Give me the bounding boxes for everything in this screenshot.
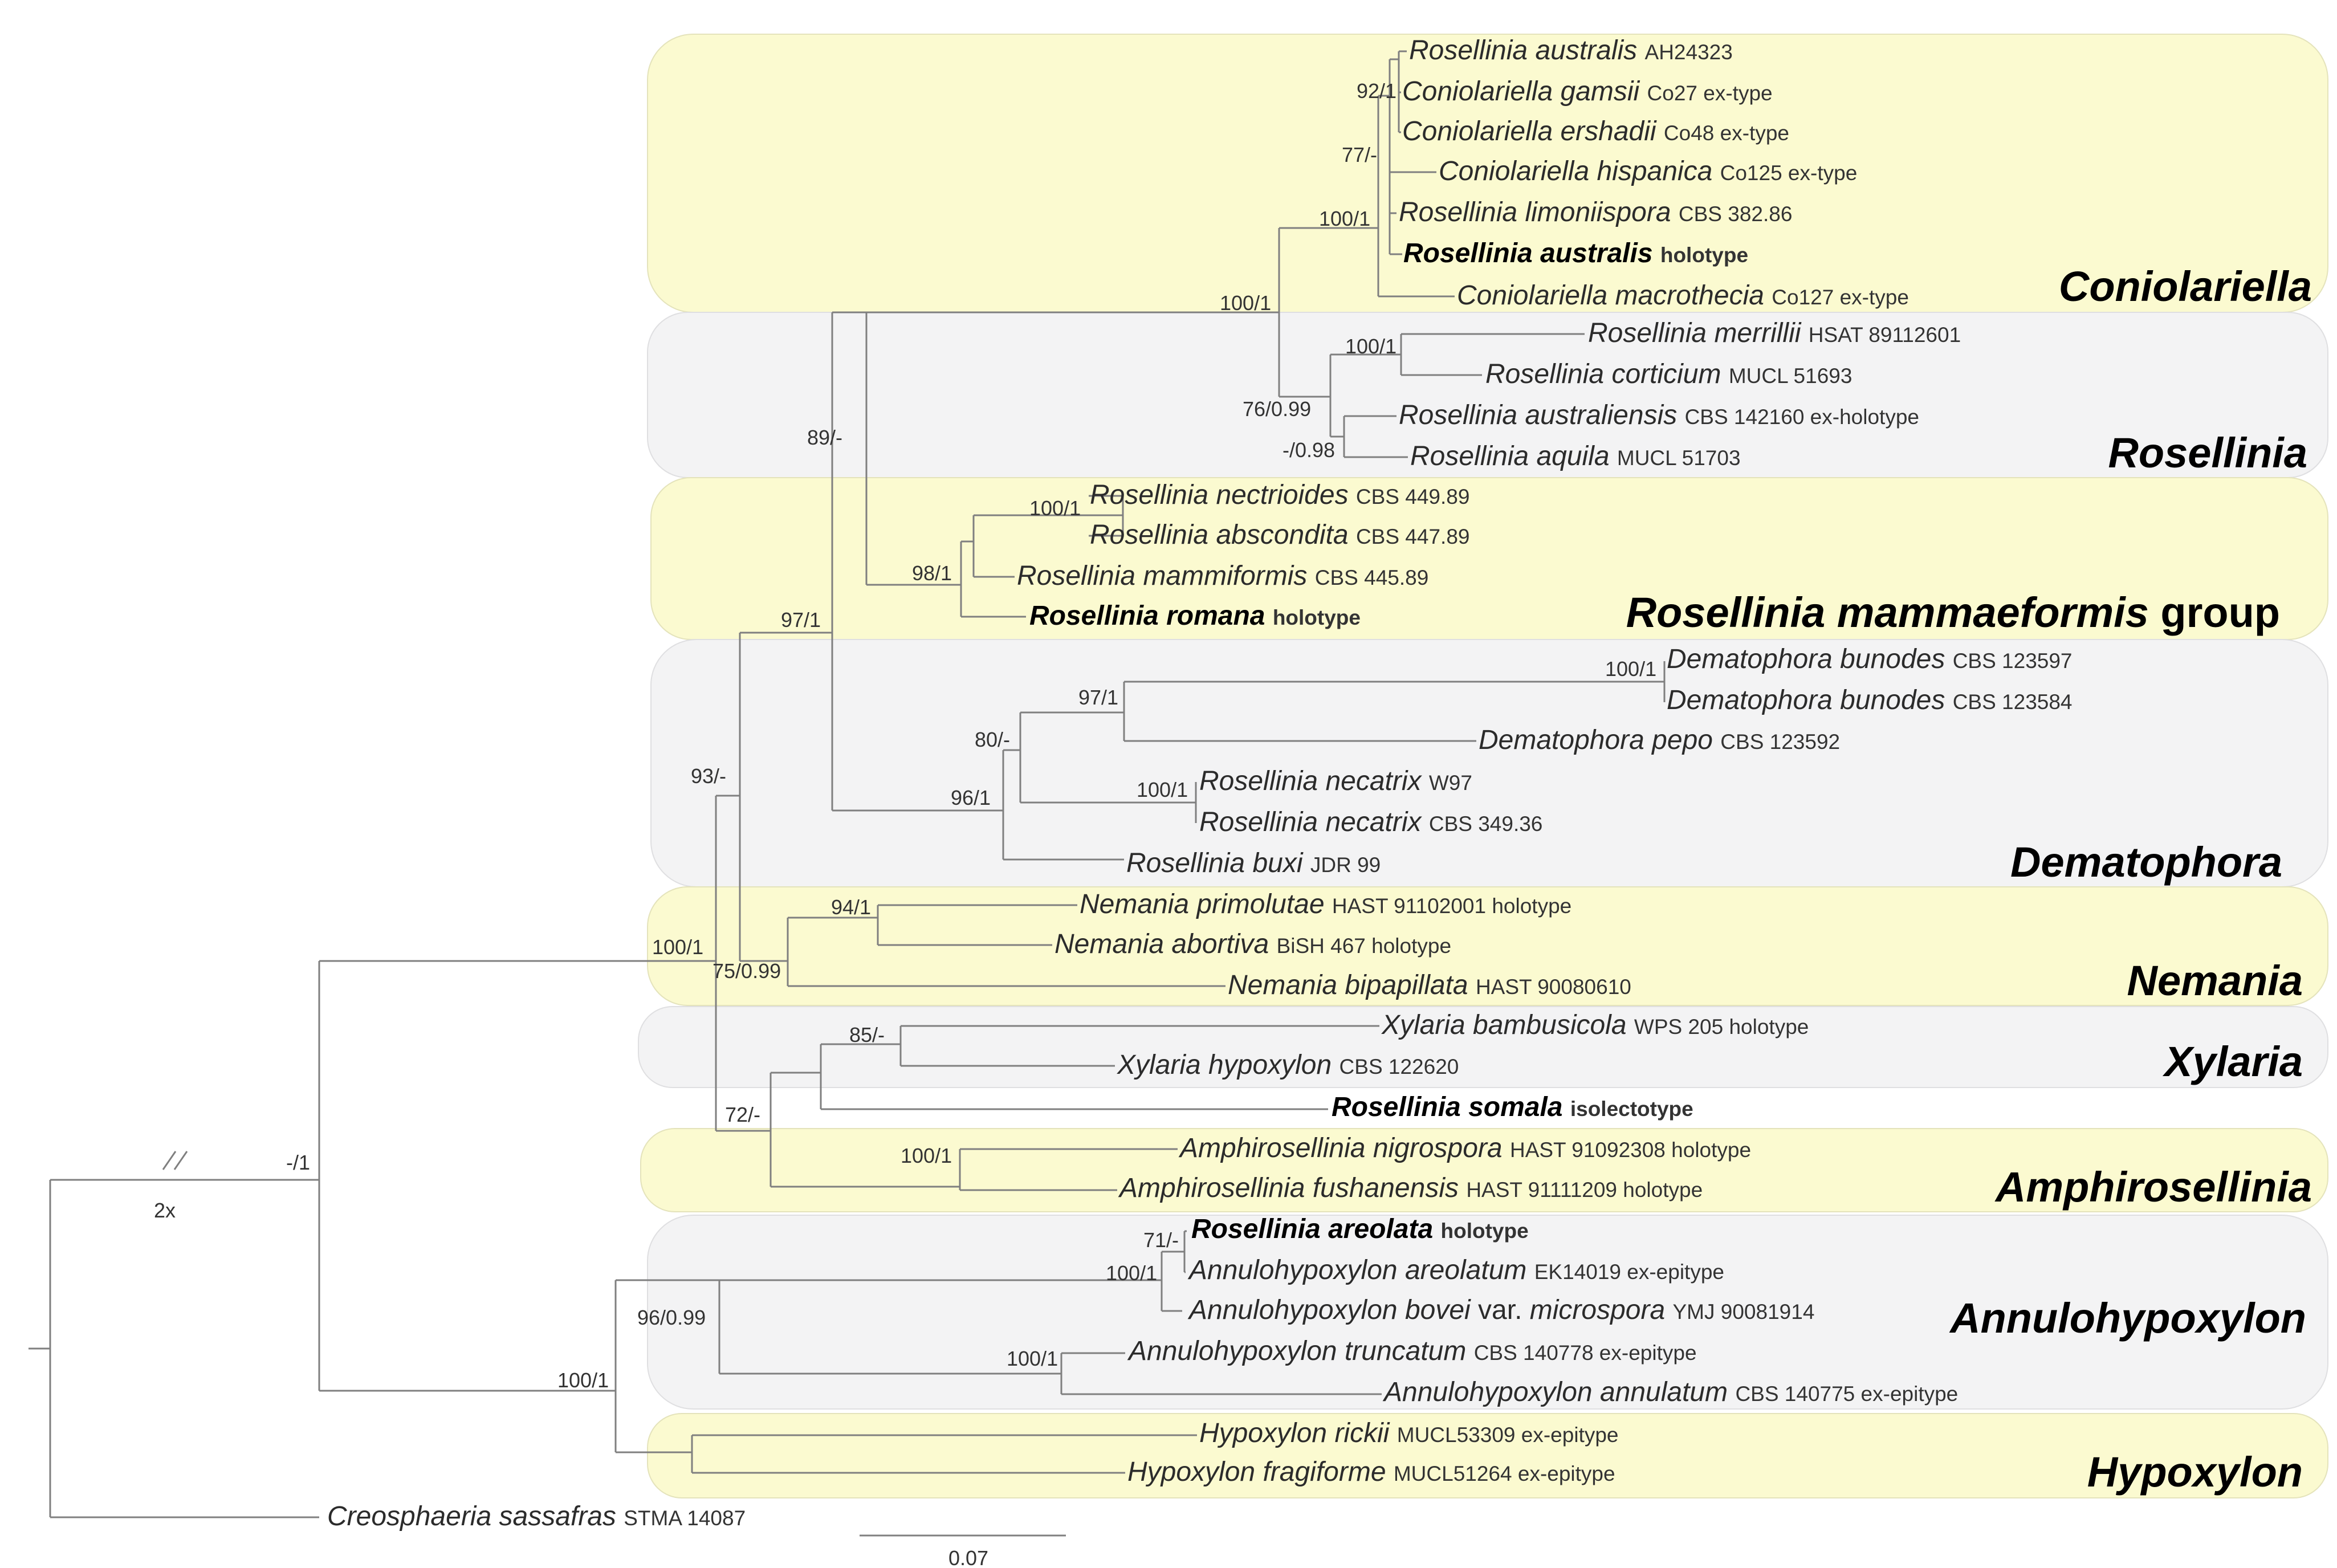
scale-bar-label: 0.07 <box>948 1546 988 1568</box>
taxon-label: Coniolariella macrothecia Co127 ex-type <box>1457 280 1909 311</box>
support-value: 77/- <box>1342 143 1377 166</box>
taxon-label: Rosellinia mammiformis CBS 445.89 <box>1017 561 1428 591</box>
clade-name-dematophora: Dematophora <box>2010 838 2282 886</box>
support-value: 100/1 <box>1007 1347 1058 1370</box>
taxon-label: Hypoxylon rickii MUCL53309 ex-epitype <box>1199 1418 1618 1448</box>
taxon-label: Dematophora bunodes CBS 123597 <box>1667 644 2073 674</box>
support-value: 100/1 <box>1319 207 1370 230</box>
taxon-label: Rosellinia australis holotype <box>1403 238 1748 268</box>
taxon-label: Nemania bipapillata HAST 90080610 <box>1228 970 1631 1000</box>
taxon-label: Rosellinia limoniispora CBS 382.86 <box>1399 197 1792 227</box>
taxon-label: Rosellinia abscondita CBS 447.89 <box>1090 520 1469 550</box>
support-value: 100/1 <box>557 1369 609 1392</box>
taxon-label: Dematophora pepo CBS 123592 <box>1479 725 1840 755</box>
taxon-label: Rosellinia romana holotype <box>1029 601 1361 631</box>
support-values: 92/1 77/- 100/1 100/1 100/1 76/0.99 -/0.… <box>286 79 1656 1392</box>
taxon-label: Xylaria hypoxylon CBS 122620 <box>1117 1050 1459 1080</box>
support-value: 76/0.99 <box>1243 397 1311 421</box>
taxon-label: Rosellinia aquila MUCL 51703 <box>1410 441 1741 471</box>
taxon-label: Coniolariella hispanica Co125 ex-type <box>1439 156 1857 186</box>
support-value: 72/- <box>725 1103 760 1126</box>
taxon-label: Rosellinia necatrix W97 <box>1199 766 1472 796</box>
taxon-label: Rosellinia australis AH24323 <box>1409 35 1733 66</box>
support-value: 96/0.99 <box>637 1306 706 1329</box>
clade-name-hypoxylon: Hypoxylon <box>2087 1448 2303 1496</box>
support-value: 100/1 <box>1220 291 1271 315</box>
taxon-label: Amphirosellinia nigrospora HAST 91092308… <box>1178 1133 1751 1163</box>
support-value: 89/- <box>807 426 842 449</box>
support-value: 93/- <box>691 764 726 788</box>
taxon-label: Coniolariella ershadii Co48 ex-type <box>1402 116 1789 146</box>
clade-name-mammaeformis: Rosellinia mammaeformis group <box>1626 589 2280 636</box>
clade-name-annulohypoxylon: Annulohypoxylon <box>1949 1294 2306 1342</box>
support-value: 94/1 <box>831 895 871 919</box>
support-value: 97/1 <box>781 608 821 632</box>
support-value: 100/1 <box>652 935 703 959</box>
clade-names: Coniolariella Rosellinia Rosellinia mamm… <box>1626 263 2312 1496</box>
support-value: -/0.98 <box>1282 438 1335 462</box>
clade-name-nemania: Nemania <box>2127 957 2303 1004</box>
support-value: 98/1 <box>912 561 952 585</box>
annulohypoxylon-clade-box <box>647 1215 2328 1410</box>
taxon-label: Rosellinia corticium MUCL 51693 <box>1485 359 1852 389</box>
taxon-label: Rosellinia buxi JDR 99 <box>1126 848 1381 878</box>
support-value: 100/1 <box>1029 496 1081 520</box>
clade-name-amphirosellinia: Amphirosellinia <box>1994 1163 2312 1211</box>
clade-name-coniolariella: Coniolariella <box>2059 263 2312 310</box>
nemania-clade-box <box>647 886 2328 1006</box>
support-value: 100/1 <box>1137 778 1188 801</box>
support-value: 96/1 <box>951 786 991 809</box>
taxon-label: Dematophora bunodes CBS 123584 <box>1667 685 2073 715</box>
support-value: -/1 <box>286 1151 310 1174</box>
taxon-label: Rosellinia merrillii HSAT 89112601 <box>1588 318 1961 348</box>
taxon-label: Nemania primolutae HAST 91102001 holotyp… <box>1080 889 1571 919</box>
support-value: 80/- <box>975 728 1010 751</box>
support-value: 71/- <box>1143 1228 1179 1252</box>
taxon-label: Rosellinia areolata holotype <box>1191 1214 1529 1244</box>
support-value: 100/1 <box>1106 1261 1157 1285</box>
support-value: 100/1 <box>1605 657 1656 681</box>
taxon-label: Rosellinia nectrioides CBS 449.89 <box>1090 480 1469 510</box>
tree-branches <box>28 50 1666 1537</box>
taxon-label: Creosphaeria sassafras STMA 14087 <box>327 1501 746 1532</box>
support-value: 97/1 <box>1078 686 1118 709</box>
clade-name-xylaria: Xylaria <box>2162 1038 2303 1085</box>
taxon-label: Annulohypoxylon areolatum EK14019 ex-epi… <box>1187 1255 1724 1285</box>
taxon-labels: Rosellinia australis AH24323 Coniolariel… <box>327 35 2073 1532</box>
support-value: 92/1 <box>1357 79 1396 103</box>
support-value: 75/0.99 <box>712 959 781 983</box>
taxon-label: Xylaria bambusicola WPS 205 holotype <box>1381 1010 1809 1040</box>
clade-name-rosellinia: Rosellinia <box>2108 429 2307 476</box>
taxon-label: Hypoxylon fragiforme MUCL51264 ex-epityp… <box>1127 1457 1615 1487</box>
branch-break-label: 2x <box>154 1199 176 1222</box>
taxon-label: Annulohypoxylon truncatum CBS 140778 ex-… <box>1127 1336 1697 1366</box>
taxon-label: Annulohypoxylon annulatum CBS 140775 ex-… <box>1382 1377 1958 1407</box>
taxon-label: Annulohypoxylon bovei var. microspora YM… <box>1187 1295 1814 1325</box>
taxon-label: Coniolariella gamsii Co27 ex-type <box>1402 76 1773 107</box>
taxon-label: Amphirosellinia fushanensis HAST 9111120… <box>1118 1173 1703 1203</box>
support-value: 100/1 <box>1345 335 1396 358</box>
support-value: 85/- <box>849 1023 885 1046</box>
taxon-label: Rosellinia somala isolectotype <box>1332 1092 1693 1122</box>
taxon-label: Rosellinia necatrix CBS 349.36 <box>1199 807 1542 837</box>
support-value: 100/1 <box>901 1144 952 1167</box>
taxon-label: Rosellinia australiensis CBS 142160 ex-h… <box>1399 400 1919 430</box>
taxon-label: Nemania abortiva BiSH 467 holotype <box>1054 929 1451 959</box>
